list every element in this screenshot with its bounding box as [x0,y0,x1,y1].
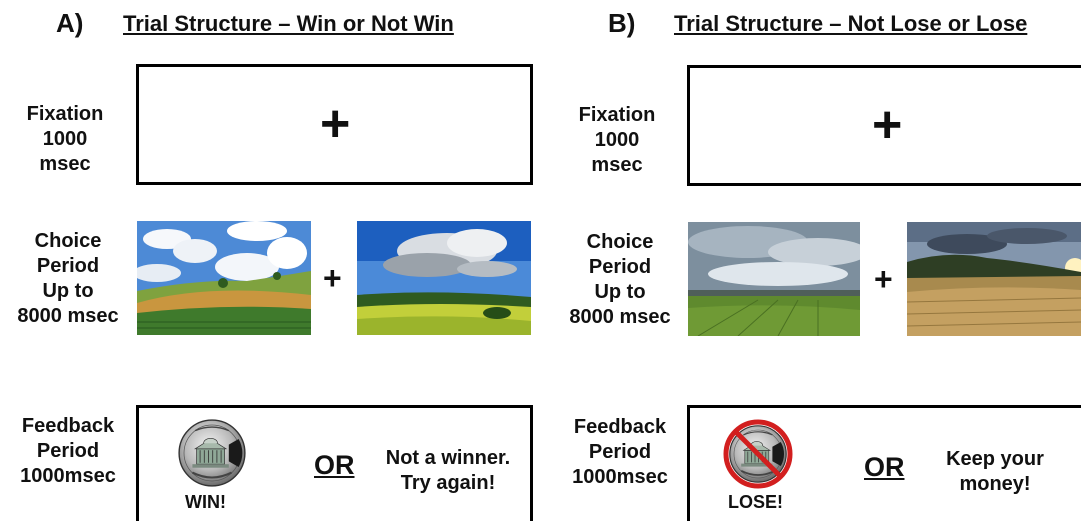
choice-image-left[interactable] [137,221,311,335]
panel-b-feedback-label: Feedback Period 1000msec [572,416,668,488]
panel-b-letter: B) [608,8,636,38]
panel-a-fixation-label: Fixation 1000 msec [26,103,104,175]
panel-b-feedback-screen: LOSE! OR Keep your money! [687,405,1081,521]
choice-image-left[interactable] [688,222,860,336]
lose-caption: LOSE! [728,492,784,512]
fixation-cross: + [320,95,351,153]
or-separator: OR [314,450,355,480]
nickel-coin-icon [177,418,247,488]
panel-a-feedback-label: Feedback Period 1000msec [20,415,116,487]
panel-b-title: Trial Structure – Not Lose or Lose [674,11,1028,36]
fixation-cross: + [872,96,903,154]
panel-b-fixation-screen: + [687,65,1081,186]
panel-b-choice-label: Choice Period Up to 8000 msec [569,231,671,328]
win-caption: WIN! [185,492,226,512]
choice-plus: + [874,261,893,297]
panel-a-fixation-screen: + [136,64,533,185]
keep-money-message: Keep your money! [946,448,1044,495]
or-separator: OR [864,452,905,482]
choice-image-right[interactable] [907,222,1081,336]
crossed-out-nickel-coin-icon [722,418,794,490]
panel-a-letter: A) [56,8,84,38]
choice-image-right[interactable] [357,221,531,335]
panel-b-fixation-label: Fixation 1000 msec [578,104,656,176]
panel-a-choice-label: Choice Period Up to 8000 msec [17,230,119,327]
not-winner-message: Not a winner. Try again! [385,447,511,494]
panel-a-feedback-screen: WIN! OR Not a winner. Try again! [136,405,533,521]
panel-a-title: Trial Structure – Win or Not Win [123,11,454,36]
choice-plus: + [323,260,342,296]
